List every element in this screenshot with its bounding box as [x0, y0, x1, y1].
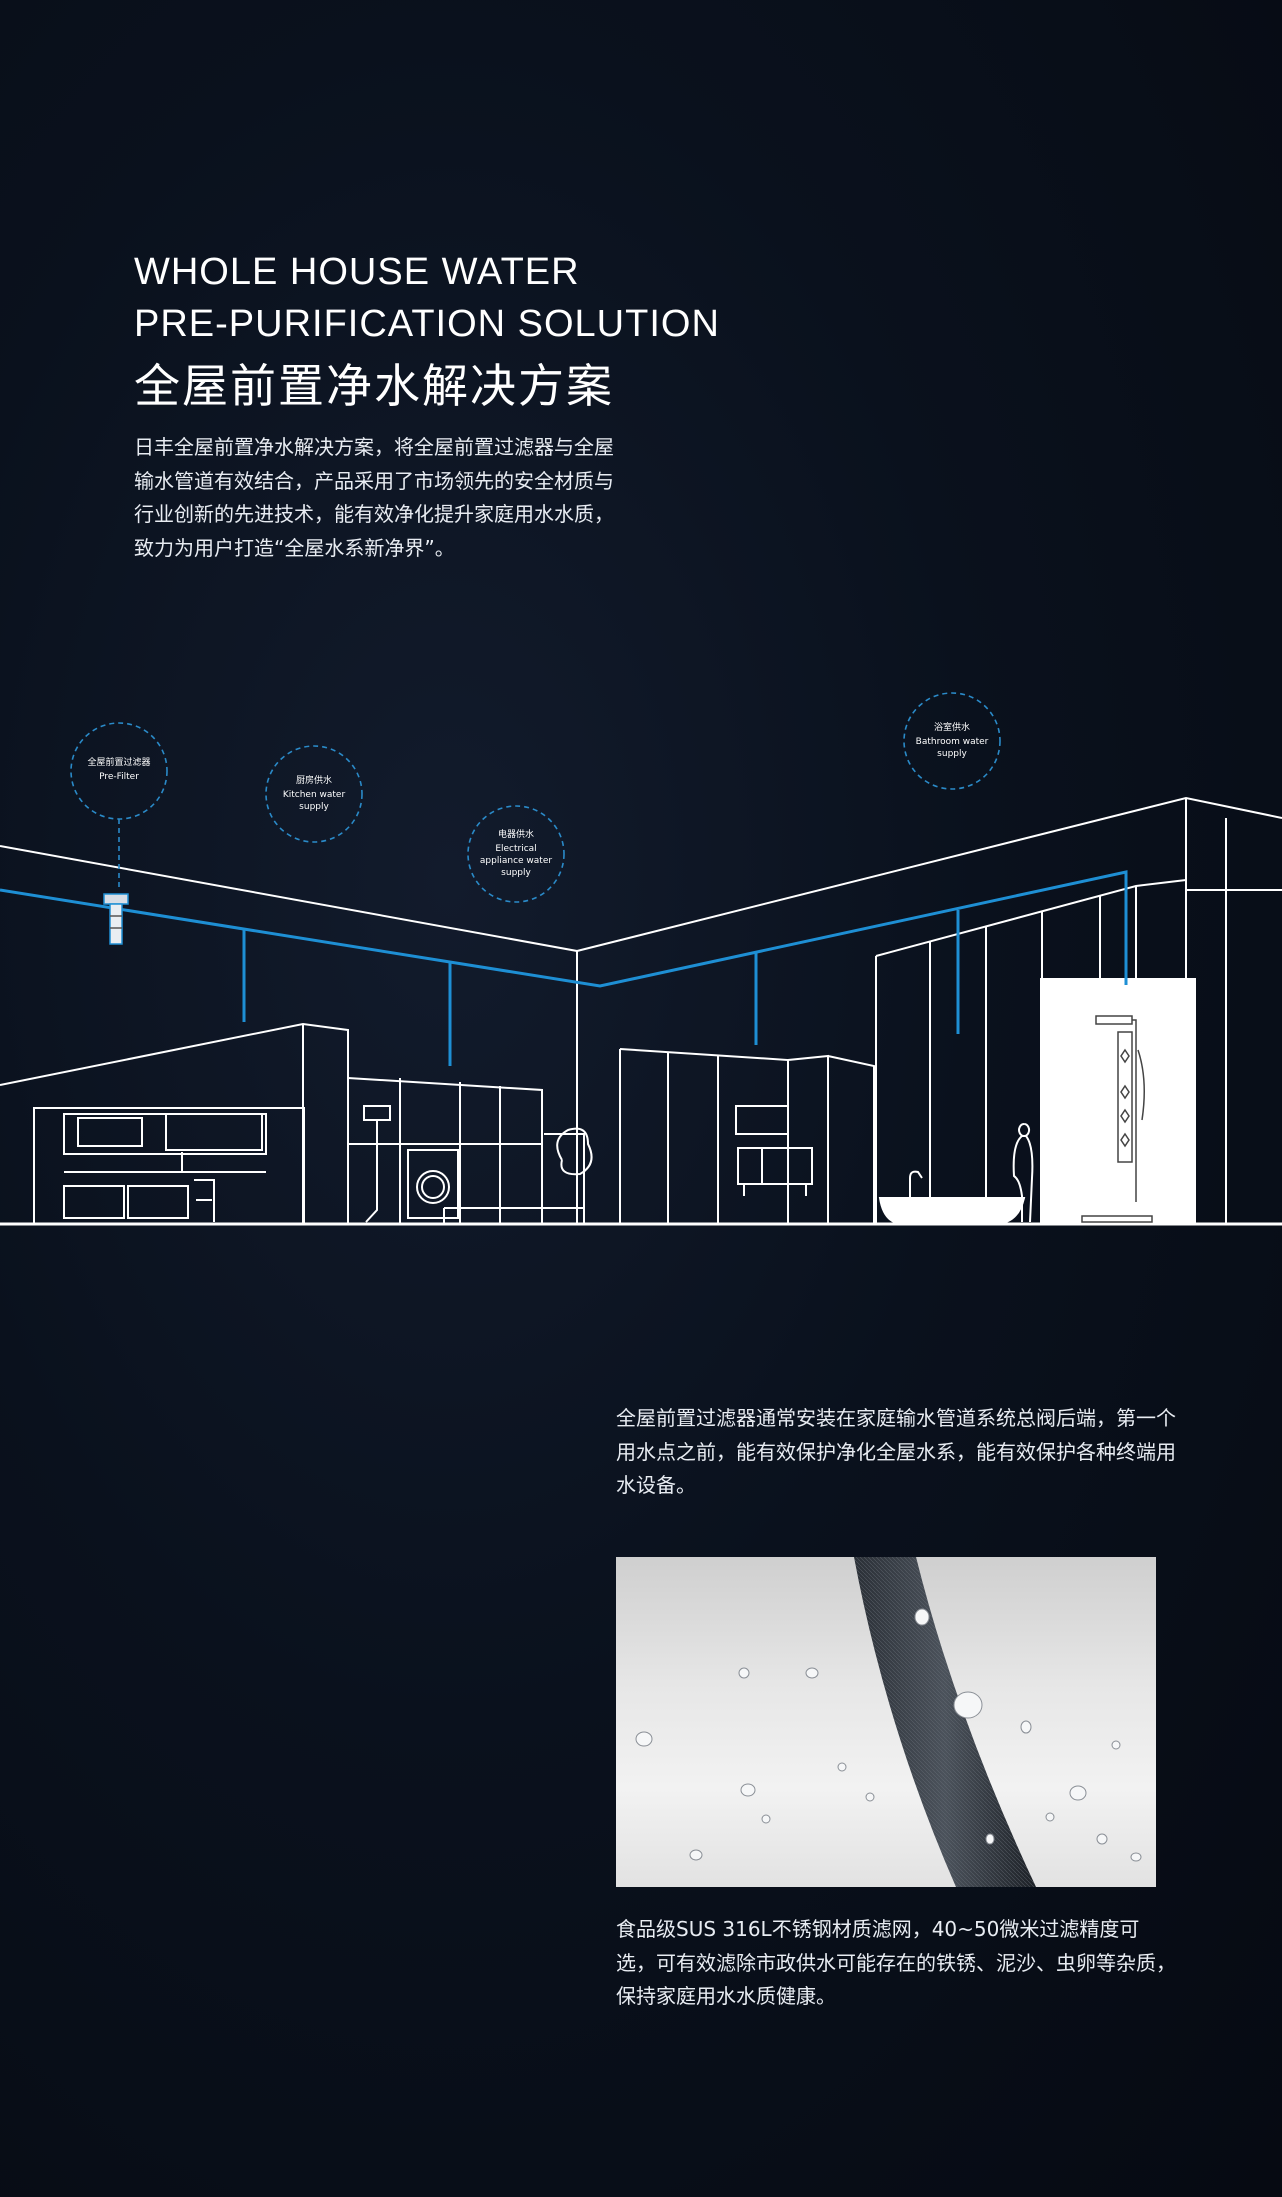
water-pipe-left	[0, 870, 1128, 988]
bubble-kitchen-en1: Kitchen water	[283, 790, 346, 800]
bubble-bathroom-en2: supply	[937, 749, 967, 759]
bubble-kitchen-en2: supply	[299, 802, 329, 812]
title-chinese: 全屋前置净水解决方案	[134, 359, 614, 413]
house-line-illustration: 全屋前置过滤器 Pre-Filter 厨房供水 Kitchen water su…	[0, 692, 1282, 1226]
intro-paragraph: 日丰全屋前置净水解决方案，将全屋前置过滤器与全屋输水管道有效结合，产品采用了市场…	[134, 435, 614, 560]
bubble-pre-filter	[70, 722, 168, 820]
bubble-appliance	[467, 805, 565, 903]
bubble-bathroom	[903, 692, 1001, 790]
bubble-bathroom-cn: 浴室供水	[934, 721, 970, 733]
pre-filter-device	[103, 893, 129, 945]
filter-mesh-photo	[616, 1557, 1156, 1887]
bubble-appliance-en3: supply	[501, 868, 531, 878]
filter-mesh-caption: 食品级SUS 316L不锈钢材质滤网，40~50微米过滤精度可选，可有效滤除市政…	[616, 1917, 1176, 2008]
bubble-kitchen	[265, 745, 363, 843]
bubble-appliance-en2: appliance water	[480, 856, 552, 866]
title-english-line1: WHOLE HOUSE WATER	[134, 251, 580, 293]
right-roof-line	[576, 796, 1282, 952]
title-english-line2: PRE-PURIFICATION SOLUTION	[134, 303, 720, 345]
bubble-pre-filter-en: Pre-Filter	[99, 772, 139, 782]
filter-installation-caption: 全屋前置过滤器通常安装在家庭输水管道系统总阀后端，第一个用水点之前，能有效保护净…	[616, 1406, 1176, 1497]
bathtub	[878, 1197, 1026, 1225]
bubble-appliance-en1: Electrical	[495, 844, 536, 854]
title-english: WHOLE HOUSE WATER PRE-PURIFICATION SOLUT…	[134, 246, 894, 350]
bubble-appliance-cn: 电器供水	[498, 828, 534, 840]
bubble-pre-filter-cn: 全屋前置过滤器	[87, 756, 150, 768]
bubble-bathroom-en1: Bathroom water	[916, 737, 989, 747]
bubble-kitchen-cn: 厨房供水	[296, 774, 332, 786]
person-silhouette	[1012, 1123, 1034, 1223]
